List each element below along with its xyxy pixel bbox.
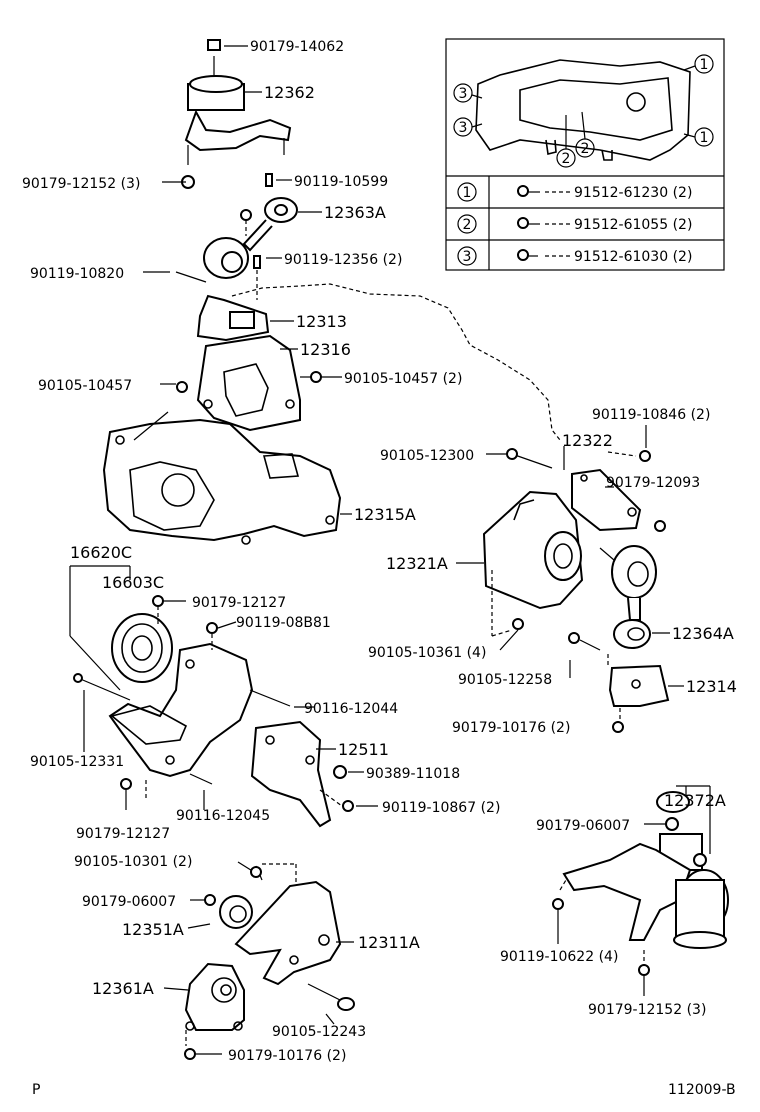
label-90119-10820: 90119-10820 [30,266,124,282]
label-12372A: 12372A [664,791,726,810]
bracket-12313 [196,294,270,342]
label-90116-12044: 90116-12044 [304,701,398,717]
label-90119-12356-2: 90119-12356 (2) [284,252,402,268]
rod-12364A [611,545,657,649]
label-12311A: 12311A [358,933,420,952]
label-90119-10622-4: 90119-10622 (4) [500,949,618,965]
label-12351A: 12351A [122,920,184,939]
inset-table-part-1: 91512-61230 (2) [574,185,692,201]
label-90179-12152-3-top: 90179-12152 (3) [22,176,140,192]
label-90179-10176-2-bottom: 90179-10176 (2) [228,1048,346,1064]
label-90179-06007-right: 90179-06007 [536,818,630,834]
bracket-12316 [196,334,301,432]
label-16620C: 16620C [70,543,132,562]
engine-outline [231,283,561,441]
inset-callout-1b: 1 [700,130,709,146]
bolt-icon [517,185,540,197]
label-16603C: 16603C [102,573,164,592]
inset-callout-3a: 3 [459,86,468,102]
label-12362: 12362 [264,83,315,102]
bolt-icon [517,217,540,229]
label-12315A: 12315A [354,505,416,524]
engine-mount-12372A [562,791,729,949]
inset-table-key-3: 3 [463,249,472,265]
inset-callout-2a: 2 [562,151,571,167]
inset-panel: 1 1 3 3 2 2 1 2 3 91512-61230 (2) 91512-… [445,38,725,271]
label-90116-12045: 90116-12045 [176,808,270,824]
label-12511: 12511 [338,740,389,759]
inset-callout-3b: 3 [459,120,468,136]
bracket-12311A [234,880,342,986]
label-90105-12258: 90105-12258 [458,672,552,688]
bracket-12322 [571,468,642,532]
bracket-12321A [482,490,584,610]
label-12321A: 12321A [386,554,448,573]
label-90179-10176-2-right: 90179-10176 (2) [452,720,570,736]
footer-figure-number: 112009-B [668,1082,736,1098]
label-90105-12300: 90105-12300 [380,448,474,464]
label-12363A: 12363A [324,203,386,222]
label-90179-12127-b: 90179-12127 [76,826,170,842]
footer-left-code: P [32,1082,40,1098]
label-90119-10846-2: 90119-10846 (2) [592,407,710,423]
inset-table-part-2: 91512-61055 (2) [574,217,692,233]
label-90179-06007-left: 90179-06007 [82,894,176,910]
label-12361A: 12361A [92,979,154,998]
label-90179-12127-a: 90179-12127 [192,595,286,611]
label-90179-12152-3-bottom: 90179-12152 (3) [588,1002,706,1018]
tensioner-bracket-16620C [108,642,254,778]
inset-table-key-1: 1 [463,185,472,201]
label-90179-14062: 90179-14062 [250,39,344,55]
label-12313: 12313 [296,312,347,331]
label-90105-10457: 90105-10457 [38,378,132,394]
label-90119-08B81: 90119-08B81 [236,615,331,631]
label-12322: 12322 [562,431,613,450]
label-90105-10457-2: 90105-10457 (2) [344,371,462,387]
inset-table-part-3: 91512-61030 (2) [574,249,692,265]
label-90105-10301-2: 90105-10301 (2) [74,854,192,870]
label-12316: 12316 [300,340,351,359]
rod-12363A [203,173,298,279]
inset-callout-1a: 1 [700,57,709,73]
inset-table-key-2: 2 [463,217,472,233]
label-90179-12093: 90179-12093 [606,475,700,491]
bolt-icon [517,249,538,261]
transaxle-housing-12315A [102,418,342,545]
engine-mount-12362 [181,39,292,189]
inset-callout-2b: 2 [581,141,590,157]
label-90119-10867-2: 90119-10867 (2) [382,800,500,816]
label-12364A: 12364A [672,624,734,643]
idler-pulley-16603C [111,613,173,683]
label-90389-11018: 90389-11018 [366,766,460,782]
engine-mount-12361A [184,962,245,1031]
label-90105-10361-4: 90105-10361 (4) [368,645,486,661]
bracket-12511 [250,720,332,828]
bushing-12351A [219,895,253,929]
bracket-12314 [608,664,670,707]
label-90105-12331: 90105-12331 [30,754,124,770]
label-90119-10599: 90119-10599 [294,174,388,190]
label-90105-12243: 90105-12243 [272,1024,366,1040]
label-12314: 12314 [686,677,737,696]
